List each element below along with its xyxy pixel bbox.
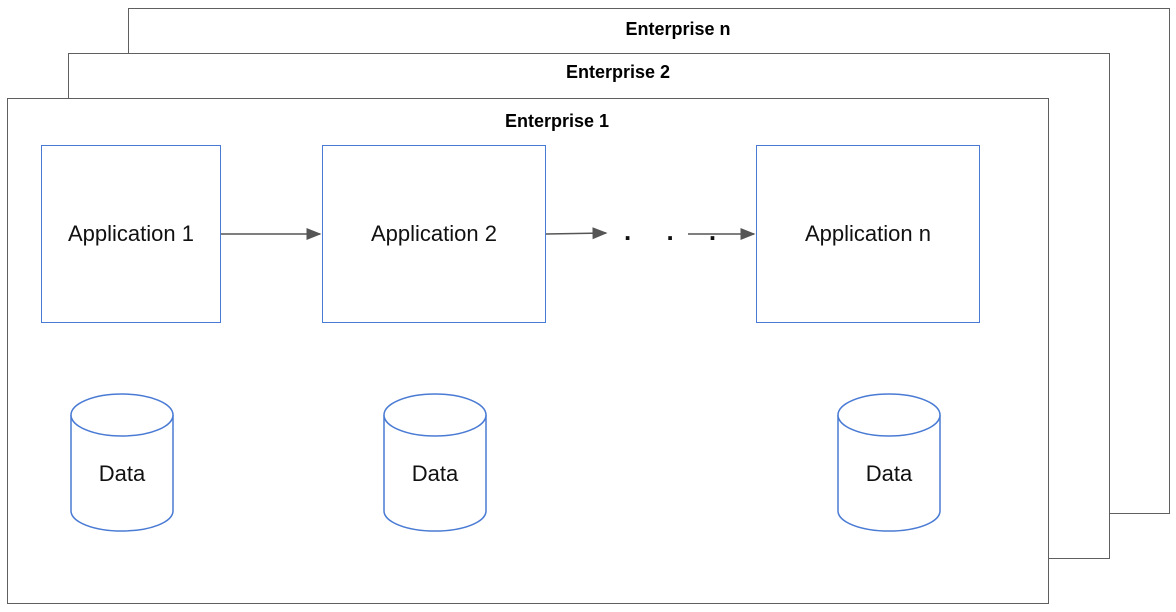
- data-label-3: Data: [865, 461, 913, 486]
- data-cylinder-2: [383, 393, 487, 532]
- data-label-1: Data: [98, 461, 146, 486]
- enterprise-2-title: Enterprise 2: [565, 62, 671, 82]
- data-label-2: Data: [411, 461, 459, 486]
- application-1-box: Application 1: [41, 145, 221, 323]
- ellipsis-separator: . . .: [624, 216, 731, 246]
- arrow-app2-to-ellipsis: [545, 227, 608, 240]
- application-2-box: Application 2: [322, 145, 546, 323]
- enterprise-n-title: Enterprise n: [625, 19, 731, 39]
- application-2-label: Application 2: [371, 221, 497, 246]
- application-n-box: Application n: [756, 145, 980, 323]
- application-n-label: Application n: [805, 221, 931, 246]
- application-1-label: Application 1: [68, 221, 194, 246]
- data-cylinder-3: [837, 393, 941, 532]
- data-cylinder-1: [70, 393, 174, 532]
- enterprise-1-title: Enterprise 1: [504, 111, 610, 131]
